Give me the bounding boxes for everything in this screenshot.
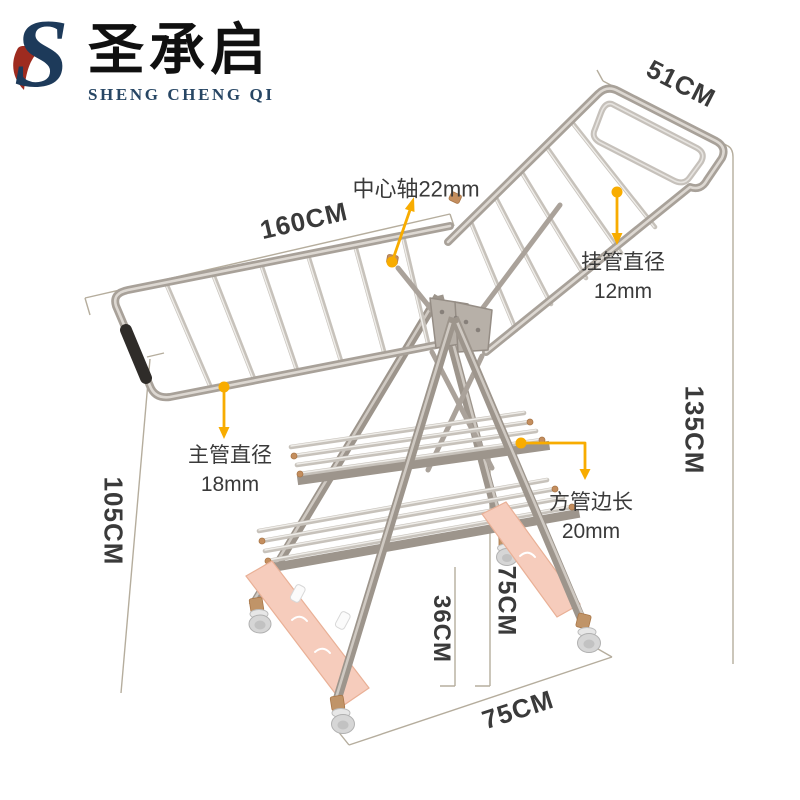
logo-s-icon: S <box>13 0 80 114</box>
hanger-clip <box>289 584 306 603</box>
brand-logo: S 圣承启 SHENG CHENG QI <box>13 0 275 114</box>
lower-shelf <box>256 477 581 574</box>
dim-label-shelf-height: 36CM <box>428 594 455 664</box>
dim-label-total-height: 135CM <box>679 385 710 475</box>
left-pink-panel <box>245 560 370 706</box>
left-wing-bars <box>163 233 432 393</box>
callout-label-hang-tube: 挂管直径 12mm <box>581 248 665 306</box>
side-panels <box>245 501 581 706</box>
logo-monogram: S <box>14 0 69 108</box>
caster-wheel-back-left <box>248 596 272 634</box>
callout-label-square-tube: 方管边长 20mm <box>549 488 633 546</box>
callout-arrows <box>218 186 623 480</box>
left-wing <box>111 222 476 402</box>
caster-wheel-front-left <box>329 694 355 734</box>
right-pink-panel <box>481 501 581 618</box>
brand-name-en: SHENG CHENG QI <box>88 85 275 104</box>
wing-end-grip <box>120 324 152 384</box>
hanger-clip <box>334 611 351 630</box>
callout-main-tube-line1: 主管直径 <box>188 444 272 467</box>
dim-label-inner-height: 75CM <box>492 565 521 637</box>
dim-label-left-height: 105CM <box>98 476 129 566</box>
brand-name-zh: 圣承启 <box>88 18 271 83</box>
caster-wheel-front-right <box>575 612 601 653</box>
right-wing <box>444 84 728 356</box>
callout-main-tube-line2: 18mm <box>200 473 260 496</box>
callout-label-center-axle: 中心轴22mm <box>352 176 480 202</box>
front-legs <box>329 316 601 734</box>
callout-square-tube-line2: 20mm <box>561 520 621 543</box>
logo-leaf-icon <box>13 46 38 90</box>
callout-square-tube-line1: 方管边长 <box>549 491 633 514</box>
right-wing-bars <box>467 118 658 333</box>
callout-hang-tube-line2: 12mm <box>593 280 653 303</box>
callout-hang-tube-line1: 挂管直径 <box>581 251 665 274</box>
callout-label-main-tube: 主管直径 18mm <box>188 441 272 499</box>
dimension-lines <box>84 69 734 746</box>
